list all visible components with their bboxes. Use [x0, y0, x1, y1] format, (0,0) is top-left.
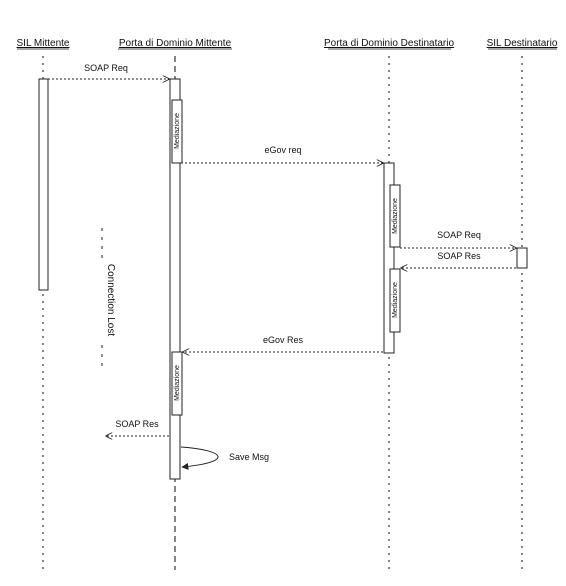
mediazione-box-1: [171, 99, 183, 164]
message-label-egov-res: eGov Res: [263, 335, 304, 345]
activation-sil-mittente: [38, 78, 49, 291]
message-label-soap-req-2: SOAP Req: [437, 230, 481, 240]
message-save-msg: [180, 446, 219, 470]
mediazione-box-2: [389, 184, 401, 248]
mediazione-label-3: Mediazione: [392, 282, 399, 318]
mediazione-label-2: Mediazione: [392, 198, 399, 234]
mediazione-box-4: [171, 351, 183, 416]
message-label-soap-res-1: SOAP Res: [115, 419, 159, 429]
activation-pdd-mittente: [169, 78, 181, 480]
participant-sil-mittente: SIL Mittente: [17, 38, 70, 49]
participant-pdd-destinatario: Porta di Dominio Destinatario: [324, 38, 454, 49]
message-label-soap-res-2: SOAP Res: [437, 251, 481, 261]
activation-sil-destinatario: [516, 247, 528, 269]
message-label-soap-req-1: SOAP Req: [84, 63, 128, 73]
participant-sil-destinatario: SIL Destinatario: [487, 38, 558, 49]
message-label-egov-req: eGov req: [264, 145, 301, 155]
participant-pdd-mittente: Porta di Dominio Mittente: [119, 38, 232, 49]
mediazione-label-4: Mediazione: [174, 365, 181, 401]
connection-lost-label-bg: [97, 258, 112, 342]
connection-lost-label: Connection Lost: [105, 264, 116, 336]
message-label-save-msg: Save Msg: [229, 452, 269, 462]
mediazione-box-3: [389, 268, 401, 333]
mediazione-label-1: Mediazione: [174, 113, 181, 149]
activation-pdd-destinatario: [383, 162, 395, 354]
